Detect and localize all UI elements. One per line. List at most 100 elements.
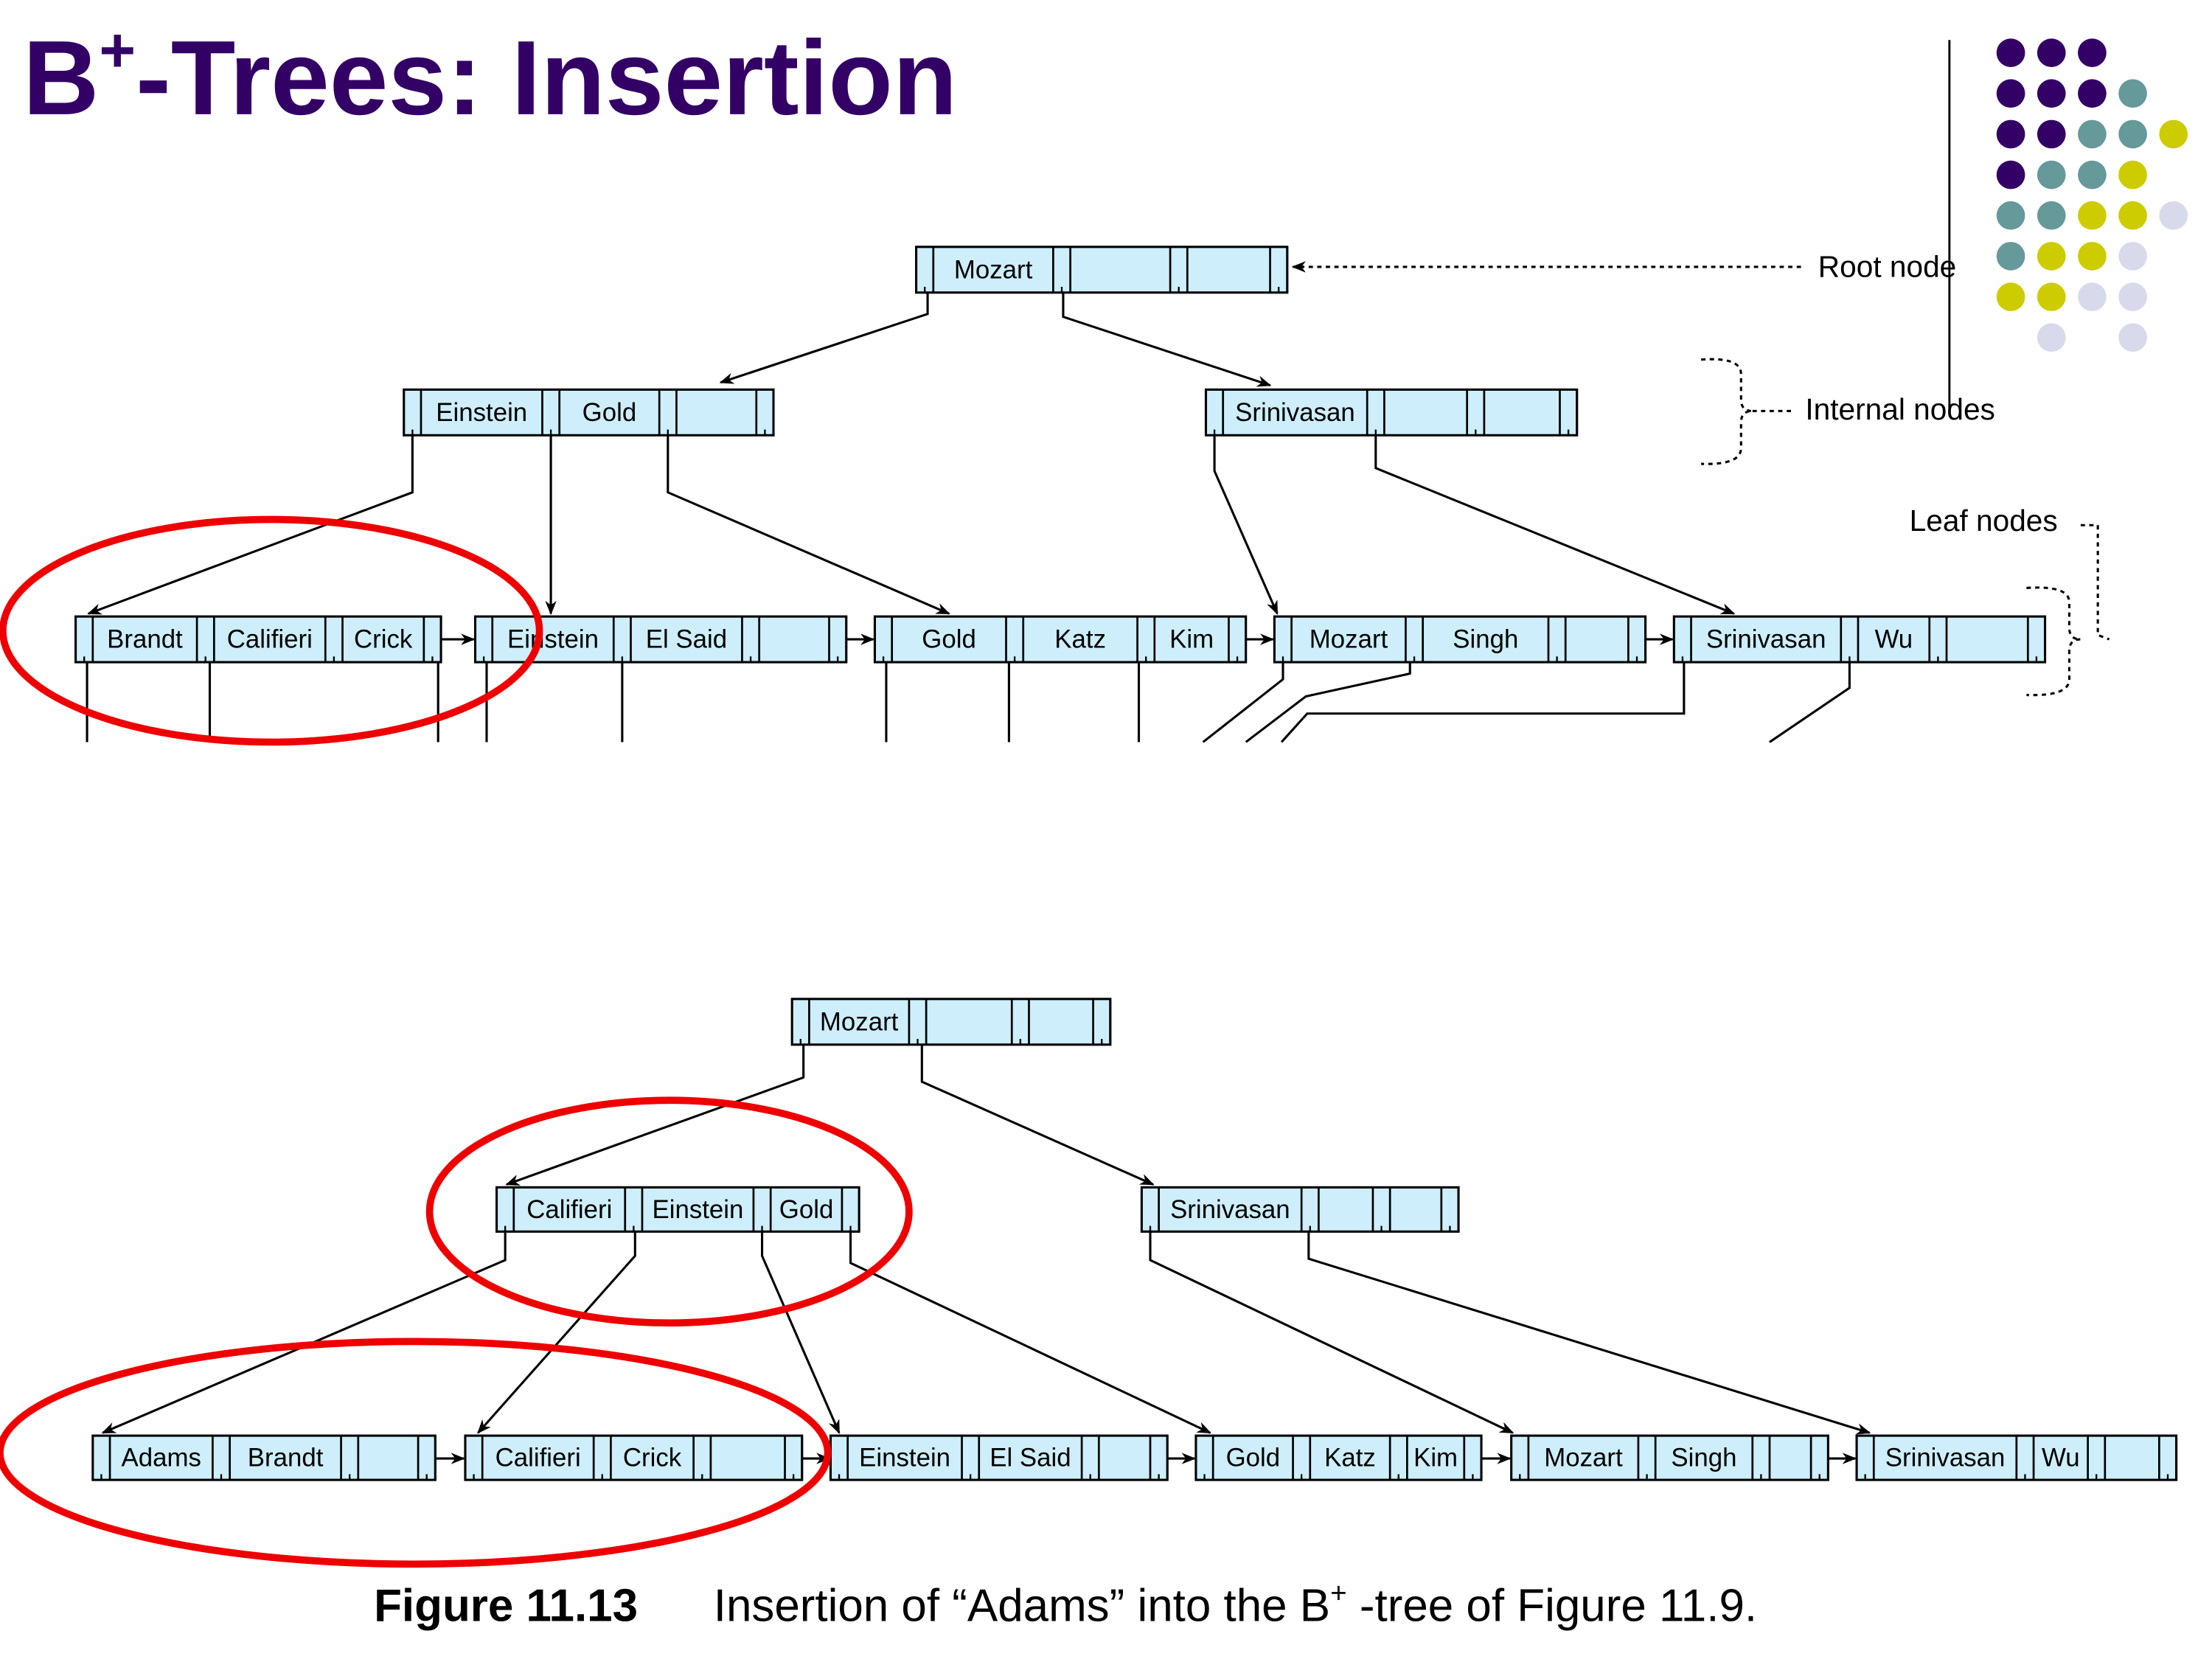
tree-edge (849, 1231, 1212, 1434)
node-key: Adams (122, 1444, 201, 1472)
node-key: Srinivasan (1235, 398, 1355, 427)
tree-edge (761, 1231, 841, 1435)
record-pointer (1245, 662, 1411, 743)
node-box (829, 1434, 1169, 1481)
internal-nodes-brace (1700, 358, 1795, 465)
node-key: Gold (922, 625, 976, 654)
node-key: Srinivasan (1170, 1195, 1290, 1224)
decorative-dot (2159, 201, 2188, 230)
highlight-oval-top-leaf (0, 515, 543, 746)
node-key: Califieri (495, 1444, 581, 1472)
node-key: Gold (1226, 1444, 1281, 1472)
tree-edges (86, 292, 1871, 1464)
node-key: Katz (1324, 1444, 1376, 1472)
decorative-dot (2037, 160, 2066, 189)
decorative-dot (2078, 282, 2107, 311)
highlight-oval-bottom-internal (425, 1096, 913, 1327)
decorative-dot (2037, 242, 2066, 271)
highlight-oval-bottom-leaves (0, 1338, 832, 1568)
tree-edge (1213, 435, 1279, 616)
internal-node: Srinivasan (1140, 1186, 1460, 1233)
leaf-nodes-label: Leaf nodes (1910, 504, 2058, 538)
tree-edge (87, 435, 414, 615)
decorative-dot (2118, 201, 2147, 230)
node-key: Mozart (820, 1007, 899, 1036)
tree-edge (920, 1044, 1155, 1186)
node-key: Kim (1413, 1444, 1458, 1472)
node-key: Crick (354, 625, 413, 654)
decorative-dot (2078, 201, 2107, 230)
tree-edge (1374, 435, 1736, 615)
decorative-dot (1996, 119, 2025, 149)
decorative-dot (2037, 201, 2066, 230)
node-key: Mozart (1310, 625, 1388, 654)
slide-title: B+-Trees: Insertion (23, 15, 957, 137)
tree-edge (719, 292, 929, 384)
internal-node: Einstein Gold (403, 388, 775, 437)
root-node: Mozart (790, 998, 1112, 1046)
leaf-node: Srinivasan Wu (1672, 615, 2047, 664)
decorative-dot (1996, 201, 2025, 230)
node-key: Srinivasan (1706, 625, 1826, 654)
tree-edge (1307, 1231, 1871, 1435)
decorative-dot (2078, 242, 2107, 271)
decorative-dot (2078, 160, 2107, 189)
node-box (915, 246, 1289, 294)
root-node-label: Root node (1818, 249, 1956, 283)
node-key: Gold (779, 1195, 834, 1224)
decorative-dot (2037, 282, 2066, 311)
leaf-node: Adams Brandt (91, 1434, 437, 1481)
node-key: Srinivasan (1885, 1444, 2006, 1472)
tree-edge (1062, 292, 1272, 387)
node-box (1510, 1434, 1829, 1481)
node-key: Mozart (1544, 1444, 1623, 1472)
node-box (403, 388, 775, 437)
node-key: Einstein (652, 1195, 743, 1224)
node-box (873, 615, 1248, 664)
leaf-node: Gold Katz Kim (1194, 1434, 1483, 1481)
decorative-dot (2118, 119, 2147, 149)
node-key: Kim (1169, 625, 1214, 654)
decorative-dot (1996, 79, 2025, 108)
root-node: Mozart (915, 246, 1289, 294)
node-key: Wu (2042, 1444, 2080, 1472)
internal-nodes-label: Internal nodes (1805, 392, 1994, 426)
decorative-dot (2078, 79, 2107, 108)
node-box (464, 1434, 804, 1481)
decorative-dot (2159, 119, 2188, 149)
decorative-dot (2078, 38, 2107, 67)
leaf-node: Mozart Singh (1273, 615, 1647, 664)
node-box (1194, 1434, 1483, 1481)
node-key: Einstein (859, 1444, 950, 1472)
internal-node: Srinivasan (1204, 388, 1579, 437)
node-box (1672, 615, 2047, 664)
node-key: Brandt (248, 1444, 324, 1472)
decorative-dot (2118, 323, 2147, 352)
node-key: El Said (646, 625, 727, 654)
node-key: Einstein (436, 398, 527, 427)
node-box (1273, 615, 1647, 664)
tree-edge (667, 435, 950, 615)
node-key: Wu (1875, 625, 1913, 654)
leaf-node: Mozart Singh (1510, 1434, 1829, 1481)
decorative-dot (2118, 282, 2147, 311)
node-key: Singh (1671, 1444, 1736, 1472)
node-box (91, 1434, 437, 1481)
decorative-dot (2037, 323, 2066, 352)
node-box (1204, 388, 1579, 437)
decorative-dot (1996, 38, 2025, 67)
node-key: Einstein (507, 625, 599, 654)
node-key: Brandt (107, 625, 183, 654)
decorative-dot (2078, 119, 2107, 149)
decorative-dot (2118, 160, 2147, 189)
tree-edge (477, 1231, 636, 1434)
decorative-dot (2037, 79, 2066, 108)
node-key: Gold (582, 398, 637, 427)
node-key: Singh (1453, 625, 1518, 654)
